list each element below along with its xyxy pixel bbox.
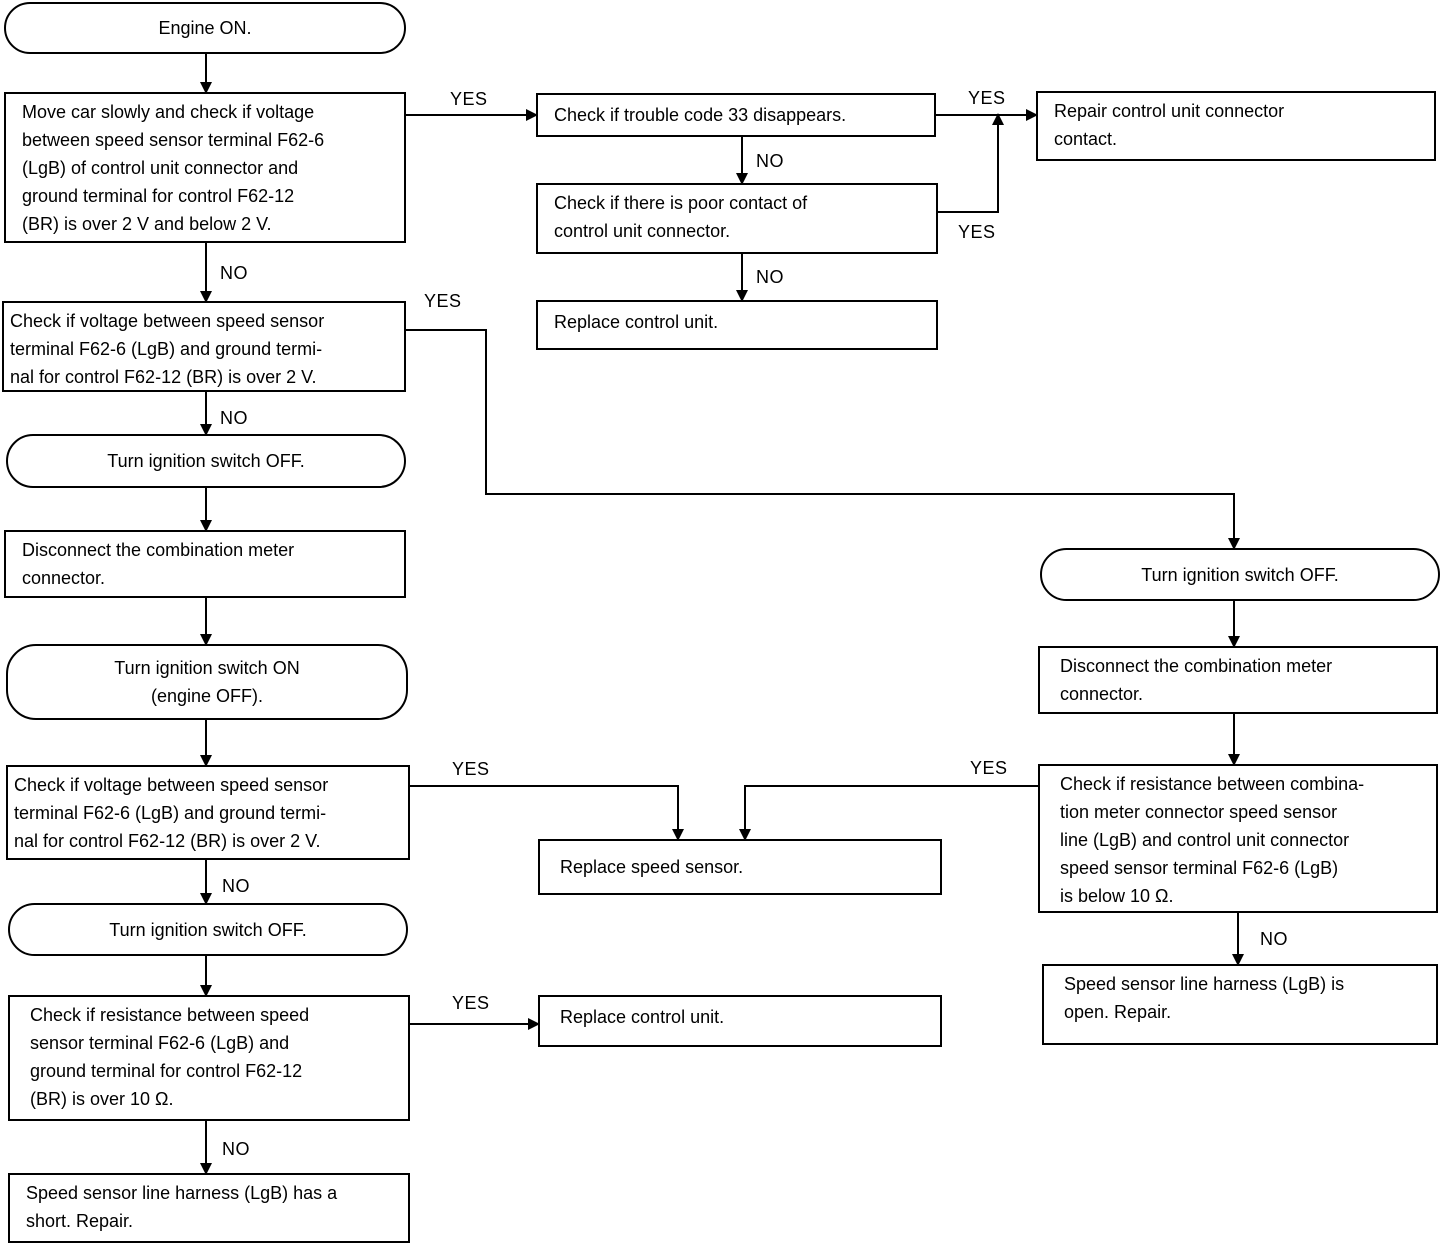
disconnect-meter-box-right: Disconnect the combination meter connect…: [1038, 646, 1438, 714]
engine-on-terminal: Engine ON.: [4, 2, 406, 54]
replace-control-unit-box-2: Replace control unit.: [538, 995, 942, 1047]
ignition-off-text-2: Turn ignition switch OFF.: [109, 919, 307, 940]
no-label-troublecode: NO: [756, 151, 784, 171]
yes-label-move-to-troublecode: YES: [450, 89, 488, 109]
ignition-off-text-1: Turn ignition switch OFF.: [107, 451, 305, 471]
trouble-code-check-box: Check if trouble code 33 disappears.: [536, 93, 936, 137]
open-repair-text: Speed sensor line harness (LgB) is open.…: [1064, 974, 1345, 1022]
yes-label-check1: YES: [424, 291, 462, 311]
arrow-check1-to-ignoffright: [405, 329, 1240, 550]
poor-contact-check-box: Check if there is poor contact of contro…: [536, 183, 938, 254]
no-label-check2: NO: [222, 876, 250, 896]
ignition-on-text: Turn ignition switch ON (engine OFF).: [114, 658, 300, 706]
repair-connector-box: Repair control unit connector contact.: [1036, 91, 1436, 161]
yes-label-resistance1: YES: [452, 993, 490, 1013]
resistance-check-box-1: Check if resistance between speed sensor…: [8, 995, 410, 1121]
resistance-check-box-2: Check if resistance between combina- tio…: [1038, 764, 1438, 913]
voltage-check-text-2: Check if voltage between speed sensor te…: [14, 775, 329, 851]
replace-speed-sensor-box: Replace speed sensor.: [538, 839, 942, 895]
resistance-check-text-2: Check if resistance between combina- tio…: [1060, 774, 1365, 906]
voltage-check-box-2: Check if voltage between speed sensor te…: [6, 765, 410, 860]
ignition-off-text-right: Turn ignition switch OFF.: [1141, 564, 1339, 585]
no-label-move-car: NO: [220, 263, 248, 283]
poor-contact-check-text: Check if there is poor contact of contro…: [554, 193, 808, 241]
trouble-code-check-text: Check if trouble code 33 disappears.: [554, 105, 847, 125]
replace-control-unit-text-2: Replace control unit.: [560, 1007, 725, 1027]
disconnect-meter-text-right: Disconnect the combination meter connect…: [1060, 656, 1333, 704]
ignition-on-terminal: Turn ignition switch ON (engine OFF).: [6, 644, 408, 720]
replace-control-unit-box-1: Replace control unit.: [536, 300, 938, 350]
no-label-check1: NO: [220, 408, 248, 428]
replace-control-unit-text-1: Replace control unit.: [554, 312, 719, 332]
engine-on-text: Engine ON.: [158, 18, 252, 38]
ignition-off-terminal-right: Turn ignition switch OFF.: [1040, 548, 1440, 601]
no-label-resistance2: NO: [1260, 929, 1288, 949]
move-car-check-box: Move car slowly and check if voltage bet…: [4, 92, 406, 243]
short-repair-box: Speed sensor line harness (LgB) has a sh…: [8, 1173, 410, 1243]
arrow-poorcontact-to-repair: [938, 113, 1004, 213]
resistance-check-text-1: Check if resistance between speed sensor…: [30, 1005, 310, 1109]
voltage-check-box-1: Check if voltage between speed sensor te…: [2, 301, 406, 392]
ignition-off-terminal-1: Turn ignition switch OFF.: [6, 434, 406, 488]
disconnect-meter-text-1: Disconnect the combination meter connect…: [22, 540, 295, 588]
yes-label-poorcontact: YES: [958, 222, 996, 242]
replace-speed-sensor-text: Replace speed sensor.: [560, 857, 744, 877]
no-label-poorcontact: NO: [756, 267, 784, 287]
yes-label-troublecode-to-repair: YES: [968, 88, 1006, 108]
ignition-off-terminal-2: Turn ignition switch OFF.: [8, 903, 408, 956]
arrow-check2-to-replacesensor: [410, 785, 684, 841]
short-repair-text: Speed sensor line harness (LgB) has a sh…: [26, 1183, 338, 1231]
yes-label-resistance2: YES: [970, 758, 1008, 778]
move-car-check-text: Move car slowly and check if voltage bet…: [22, 102, 325, 234]
open-repair-box: Speed sensor line harness (LgB) is open.…: [1042, 964, 1438, 1045]
repair-connector-text: Repair control unit connector contact.: [1054, 101, 1285, 149]
disconnect-meter-box-1: Disconnect the combination meter connect…: [4, 530, 406, 598]
arrow-resistance2-to-replacesensor: [739, 785, 1038, 841]
voltage-check-text-1: Check if voltage between speed sensor te…: [10, 311, 325, 387]
yes-label-check2: YES: [452, 759, 490, 779]
no-label-resistance1: NO: [222, 1139, 250, 1159]
